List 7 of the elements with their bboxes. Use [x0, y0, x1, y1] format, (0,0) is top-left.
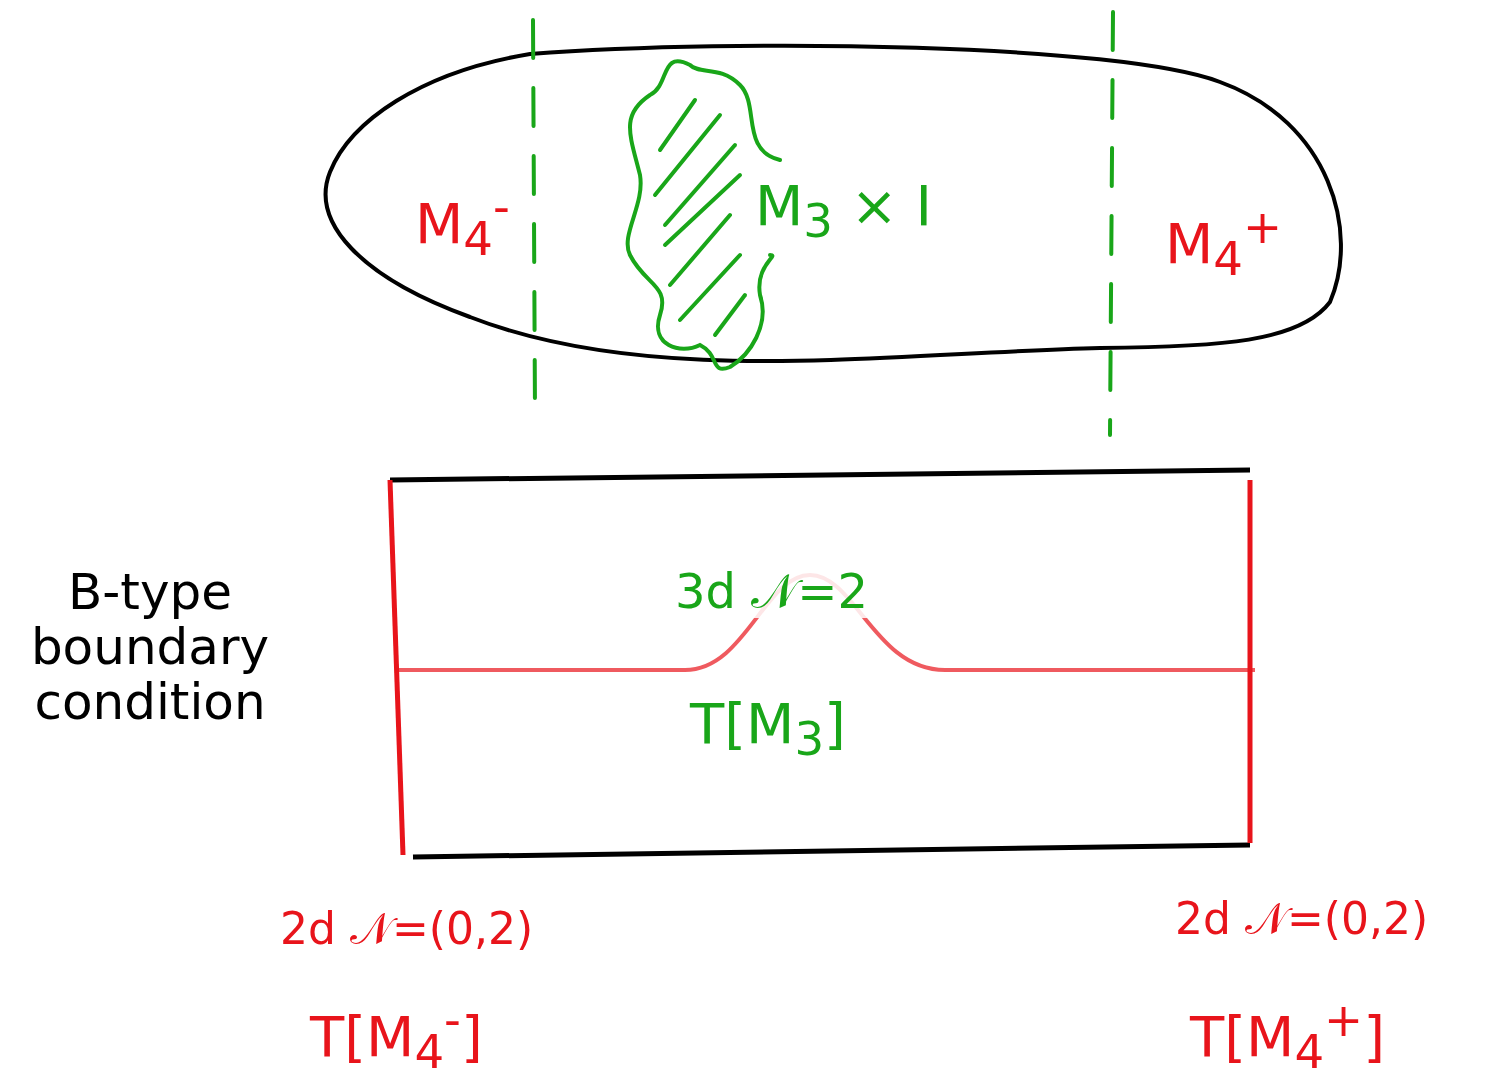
region-label: T[M$_{3}$] [690, 693, 846, 766]
region-label: M$_{3}$ × I [755, 175, 933, 248]
boundary-theory-label: T[M$_{4}$$^{-}$] [310, 995, 483, 1079]
boundary-theory-label: 2d 𝒩=(0,2) [1175, 895, 1429, 944]
boundary-theory-label: 2d 𝒩=(0,2) [280, 905, 534, 954]
boundary-theory-label: T[M$_{4}$$^{+}$] [1190, 995, 1385, 1079]
side-caption: B-type boundary condition [29, 565, 271, 730]
